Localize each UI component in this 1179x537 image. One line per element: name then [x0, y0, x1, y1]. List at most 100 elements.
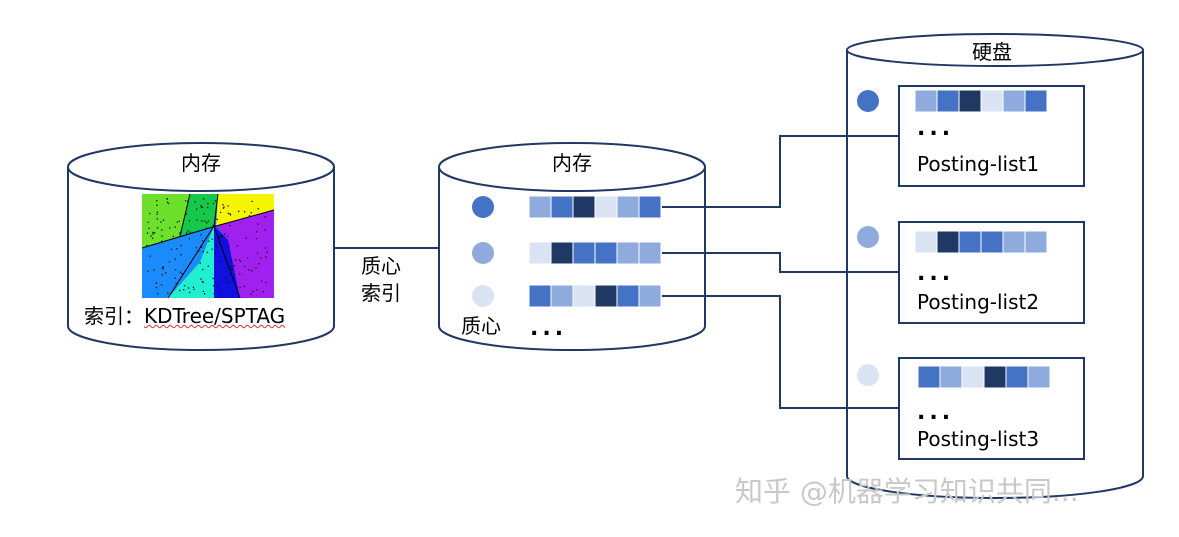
- posting-list-2-block: [914, 230, 938, 254]
- kd-point: [265, 256, 267, 258]
- kd-point: [175, 282, 177, 285]
- posting-list-1-block: [958, 89, 982, 113]
- kd-point: [264, 216, 266, 218]
- kd-point: [148, 227, 150, 229]
- posting-label-1: Posting-list1: [917, 152, 1040, 176]
- kd-point: [202, 290, 205, 293]
- centroid-row-3-block: [528, 284, 552, 308]
- posting-label-2: Posting-list2: [917, 290, 1040, 314]
- kd-point: [257, 208, 259, 210]
- kd-point: [216, 218, 218, 220]
- kd-point: [251, 270, 253, 272]
- kd-point: [160, 284, 163, 286]
- kd-point: [170, 248, 173, 250]
- kd-point: [205, 227, 208, 229]
- kd-point: [187, 200, 189, 202]
- kd-point: [202, 268, 204, 271]
- kd-point: [153, 269, 155, 271]
- kd-tree-partition-image: [141, 193, 275, 299]
- kd-point: [205, 237, 207, 240]
- index-prefix: 索引：: [84, 304, 144, 328]
- kd-point: [256, 231, 258, 233]
- kd-point: [156, 218, 158, 220]
- kd-point: [200, 278, 202, 280]
- kd-point: [196, 219, 198, 221]
- kd-point: [265, 247, 267, 249]
- posting-ellipsis-1: ...: [917, 116, 955, 141]
- centroid-row-3-block: [572, 284, 596, 308]
- kd-point: [229, 213, 231, 215]
- kd-point: [153, 232, 156, 234]
- kd-point: [167, 292, 169, 294]
- posting-list-3-block: [917, 365, 941, 389]
- kd-point: [201, 220, 203, 222]
- kd-point: [167, 202, 170, 205]
- kd-point: [208, 240, 210, 242]
- kd-point: [155, 282, 157, 284]
- kd-point: [147, 270, 149, 272]
- kd-point: [169, 227, 171, 229]
- kd-point: [198, 250, 200, 253]
- kd-point: [224, 277, 227, 279]
- kd-point: [152, 231, 154, 234]
- posting-list-2-block: [958, 230, 982, 254]
- kd-point: [161, 229, 163, 231]
- kd-point: [215, 252, 217, 254]
- kd-point: [179, 289, 181, 292]
- connector-row3: [662, 295, 899, 409]
- kd-point: [185, 200, 187, 202]
- kd-point: [179, 232, 181, 234]
- kd-point: [147, 221, 149, 223]
- kd-point: [207, 265, 209, 267]
- kd-point: [178, 220, 180, 222]
- kd-point: [179, 271, 181, 273]
- kd-point: [176, 248, 178, 250]
- kd-point: [160, 221, 162, 223]
- disk-title: 硬盘: [972, 40, 1012, 64]
- kd-point: [266, 251, 268, 253]
- kd-point: [255, 267, 257, 269]
- index-name: KDTree/SPTAG: [144, 304, 286, 328]
- kd-point: [243, 285, 245, 288]
- kd-point: [248, 269, 250, 271]
- kd-point: [244, 265, 246, 268]
- kd-point: [257, 223, 259, 225]
- kd-point: [233, 265, 235, 267]
- kd-point: [195, 247, 198, 249]
- kd-point: [214, 200, 217, 202]
- row-to-posting-connectors: [662, 135, 899, 409]
- kd-point: [258, 263, 260, 265]
- kd-point: [187, 230, 189, 232]
- kd-point: [203, 293, 206, 295]
- posting-ellipsis-3: ...: [917, 400, 955, 425]
- kd-point: [239, 286, 241, 289]
- kd-point: [260, 257, 262, 259]
- kd-point: [149, 255, 151, 257]
- kd-point: [161, 235, 163, 237]
- posting-list-2-dot: [857, 226, 879, 248]
- kd-point: [150, 235, 152, 237]
- posting-list-1-block: [914, 89, 938, 113]
- kd-point: [192, 286, 195, 288]
- kd-point: [231, 268, 233, 271]
- kd-point: [222, 204, 224, 206]
- posting-list-3-block: [1005, 365, 1029, 389]
- kd-point: [238, 210, 240, 212]
- kd-point: [174, 269, 177, 271]
- middle-centroid-rows: [472, 195, 662, 308]
- kd-point: [244, 211, 246, 213]
- kd-point: [203, 213, 205, 215]
- posting-list-1-block: [936, 89, 960, 113]
- kd-point: [213, 203, 215, 205]
- kd-point: [227, 205, 229, 207]
- kd-point: [186, 232, 188, 234]
- kd-point: [188, 220, 191, 222]
- kd-point: [162, 266, 164, 268]
- kd-point: [206, 206, 209, 209]
- kd-point: [250, 293, 252, 295]
- kd-point: [218, 240, 220, 242]
- kd-point: [202, 198, 205, 200]
- kd-point: [199, 262, 201, 264]
- kd-point: [201, 206, 204, 208]
- kd-point: [250, 212, 252, 214]
